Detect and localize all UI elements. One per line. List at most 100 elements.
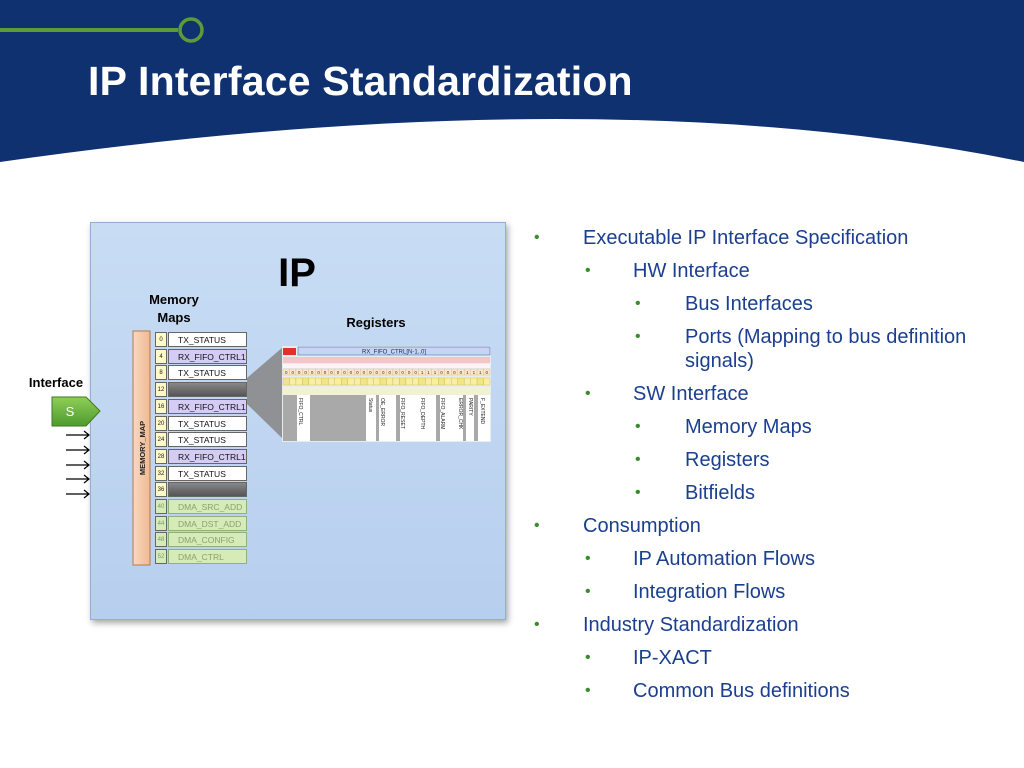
bit-value: 0 <box>343 370 346 375</box>
bit-value: 0 <box>382 370 385 375</box>
bit-index-cell <box>451 377 458 386</box>
signal-arrows <box>66 430 90 499</box>
memory-map-register-name: TX_STATUS <box>168 415 247 431</box>
bit-value: 1 <box>434 370 437 375</box>
bullet-dot-icon: • <box>635 418 641 435</box>
bullet-text: Memory Maps <box>685 416 812 438</box>
memory-map-register-name: DMA_DST_ADD <box>168 515 247 531</box>
bit-value: 0 <box>350 370 353 375</box>
bullet-dot-icon: • <box>585 682 591 699</box>
interface-port-shape[interactable] <box>51 396 101 427</box>
bullet-dot-icon: • <box>534 616 540 633</box>
reserved-field-block <box>310 395 366 441</box>
bit-value: 0 <box>356 370 359 375</box>
bullet-item: • Memory Maps <box>534 415 1014 439</box>
bit-index-cell <box>470 377 478 386</box>
register-field-label: PARITY <box>467 398 473 416</box>
register-access-chip <box>283 348 296 355</box>
bullet-item: •IP Automation Flows <box>534 547 1014 571</box>
bit-value: 0 <box>291 370 294 375</box>
bit-value: 0 <box>395 370 398 375</box>
register-field-label: Status <box>367 398 373 413</box>
bit-index-cell <box>457 377 465 386</box>
bit-index-cell <box>282 377 290 386</box>
bullet-item: •Consumption <box>534 514 1014 538</box>
bullet-dot-icon: • <box>585 262 591 279</box>
bit-index-cell <box>476 377 484 386</box>
bit-index-cell <box>321 377 329 386</box>
bit-value: 0 <box>414 370 417 375</box>
register-stripe-bar <box>283 364 490 368</box>
bullet-item: •Bus Interfaces <box>534 292 1014 316</box>
memory-map-register-name: RX_FIFO_CTRL1 <box>168 448 247 464</box>
memory-map-row[interactable]: 12 <box>155 382 247 398</box>
bullet-dot-icon: • <box>534 517 540 534</box>
bit-value: 1 <box>421 370 424 375</box>
bullet-item: •Bitfields <box>534 481 1014 505</box>
bit-index-row <box>282 377 491 386</box>
register-field-label: FIFO_CTRL <box>297 398 303 425</box>
ip-label: IP <box>278 251 316 295</box>
bullet-dot-icon: • <box>585 649 591 666</box>
bullet-text: Common Bus definitions <box>633 680 850 702</box>
bit-index-cell <box>302 377 310 386</box>
bit-index-cell <box>295 377 303 386</box>
bit-value: 0 <box>408 370 411 375</box>
bullet-text: Bus Interfaces <box>685 293 813 315</box>
bit-value: 0 <box>388 370 391 375</box>
bit-value: 0 <box>447 370 450 375</box>
bullet-text: Integration Flows <box>633 581 786 603</box>
bit-value-cell <box>483 368 491 376</box>
bullet-item: •Registers <box>534 448 1014 472</box>
bullet-item: •Ports (Mapping to bus definition signal… <box>534 325 1014 373</box>
bit-index-cell <box>354 377 361 386</box>
memory-map-bar <box>132 330 151 566</box>
memory-map-offset: 0 <box>155 332 167 347</box>
reserved-field-block <box>376 395 379 441</box>
registers-label: Registers <box>346 315 405 330</box>
bullet-text: Ports (Mapping to bus definition signals… <box>685 326 967 372</box>
bit-value: 0 <box>401 370 404 375</box>
bit-index-cell <box>341 377 348 386</box>
register-field-label: FIFO_RESET <box>399 398 405 429</box>
bit-value: 0 <box>304 370 307 375</box>
reserved-field-block <box>436 395 440 441</box>
register-field-label: ERROR_CHK <box>457 398 463 430</box>
bullet-list: •Executable IP Interface Specification•H… <box>534 226 1014 712</box>
bit-index-cell <box>425 377 432 386</box>
memory-map-register-name: TX_STATUS <box>168 465 247 481</box>
reserved-field-block <box>474 395 478 441</box>
memory-map-offset: 44 <box>155 515 167 531</box>
bullet-item: •Executable IP Interface Specification <box>534 226 1014 250</box>
bit-index-cell <box>366 377 374 386</box>
bullet-dot-icon: • <box>534 229 540 246</box>
bullet-item: •Integration Flows <box>534 580 1014 604</box>
bit-value: 0 <box>317 370 320 375</box>
header-accent-circle <box>178 17 204 43</box>
memory-map-row[interactable]: 36 <box>155 482 247 498</box>
memory-map-register-name <box>168 382 247 398</box>
memory-map-offset: 4 <box>155 348 167 364</box>
bullet-item: •Industry Standardization <box>534 613 1014 637</box>
memory-map-register-name: RX_FIFO_CTRL1 <box>168 348 247 364</box>
bit-index-cell <box>412 377 419 386</box>
bullet-text: IP Automation Flows <box>633 548 815 570</box>
bit-value: 0 <box>369 370 372 375</box>
bit-index-cell <box>399 377 407 386</box>
reserved-field-block <box>396 395 400 441</box>
bullet-text: Bitfields <box>685 482 756 504</box>
memory-map-offset: 52 <box>155 549 167 565</box>
memory-map-register-name: TX_STATUS <box>168 432 247 448</box>
